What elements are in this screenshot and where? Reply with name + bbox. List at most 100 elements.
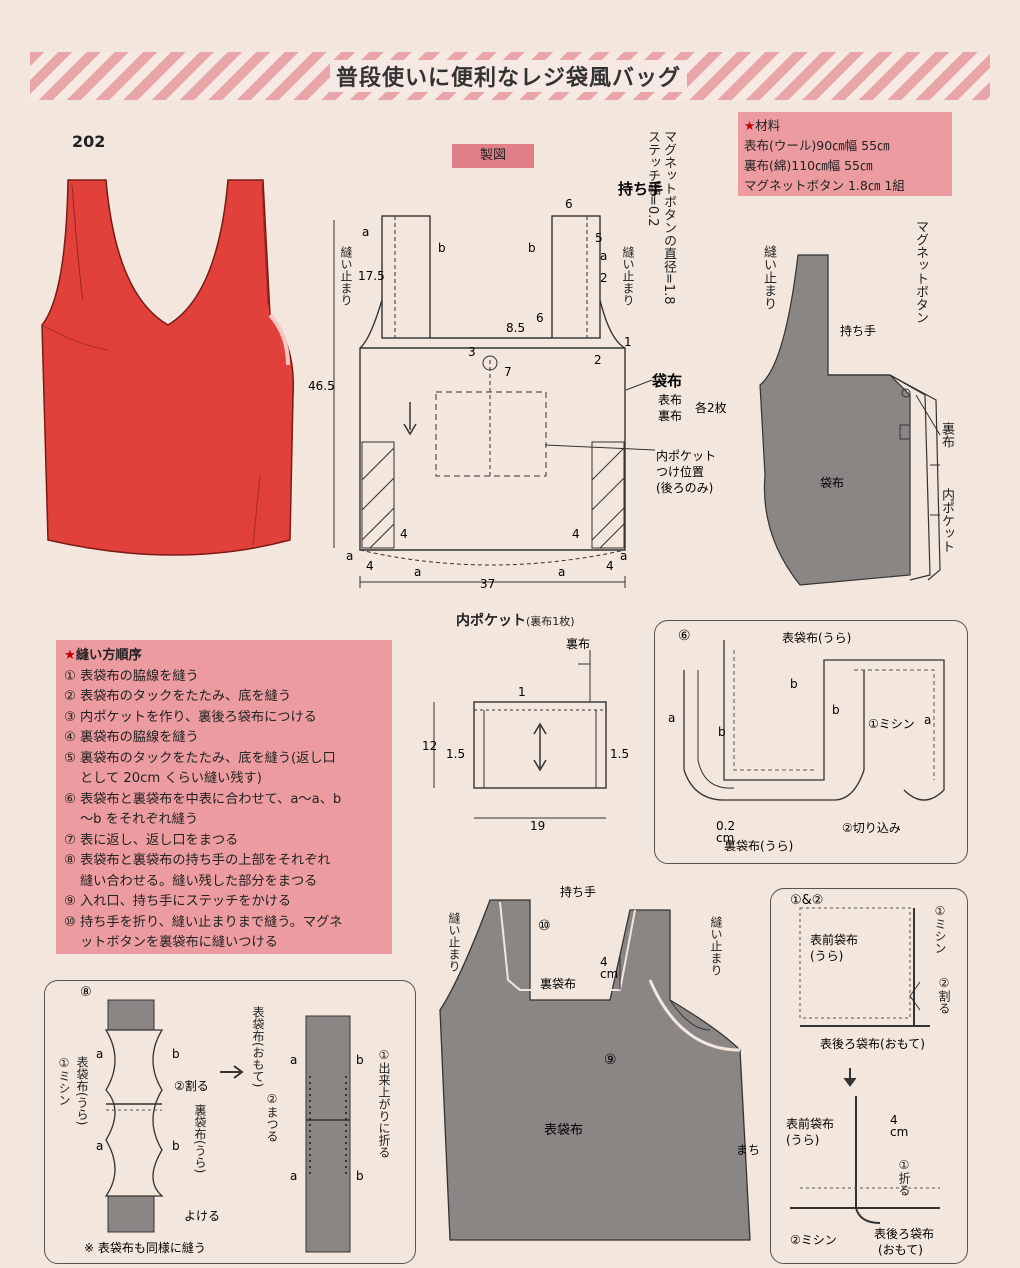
split-label: ②割る (937, 976, 951, 1014)
svg-text:b: b (832, 703, 840, 717)
dim-4: 4 (366, 559, 374, 573)
bag-sub-label: 裏布 (658, 408, 682, 423)
sew-stop-label: 縫い止まり (761, 245, 776, 310)
sewing-step: ③ 内ポケットを作り、裏後ろ袋布につける (64, 709, 317, 725)
sewing-step: ① 表袋布の脇線を縫う (64, 668, 199, 684)
inner-pocket-diagram: 裏布 12 19 1.5 1.5 1 (422, 636, 629, 833)
pocket-top: 1 (518, 685, 526, 699)
dim-5: 5 (595, 231, 603, 245)
machine-label: ①ミシン (933, 904, 947, 954)
magnet-note: マグネットボタンの直径=1.8 (661, 130, 676, 305)
dim-3: 3 (468, 345, 476, 359)
svg-text:b: b (438, 241, 446, 255)
lining-back-label: 裏袋布(うら) (724, 838, 793, 853)
inner-pocket-label: 内ポケット (939, 488, 954, 553)
svg-text:b: b (172, 1047, 180, 1061)
page-number: 202 (72, 132, 106, 151)
handle-label: 持ち手 (560, 884, 596, 899)
pattern-tag: 製図 (452, 144, 534, 168)
svg-text:b: b (356, 1169, 364, 1183)
sewing-step: ② 表袋布のタックをたたみ、底を縫う (64, 689, 292, 704)
svg-text:a: a (600, 249, 607, 263)
pocket-position-label: 内ポケット (656, 449, 716, 463)
fold-label: ①出来上がりに折る (377, 1048, 391, 1158)
back-face-label: (おもて) (878, 1243, 923, 1257)
notch-label: ②切り込み (842, 821, 901, 835)
materials-box: ★材料 表布(ウール)90㎝幅 55㎝ 裏布(綿)110㎝幅 55㎝ マグネット… (738, 112, 952, 196)
pocket-width: 19 (530, 819, 545, 833)
red-bag-illustration (41, 179, 295, 556)
machine-label: ①ミシン (868, 717, 915, 731)
svg-text:a: a (346, 549, 353, 563)
dim-1: 1 (624, 335, 632, 349)
outer-back-label: 表袋布(うら) (782, 631, 851, 645)
sew-stop-label: 縫い止まり (621, 246, 635, 306)
sewing-step: ⑤ 裏袋布のタックをたたみ、底を縫う(返し口 (64, 750, 336, 766)
figure-number: ⑥ (678, 628, 691, 644)
sewing-step: ットボタンを裏袋布に縫いつける (80, 935, 278, 950)
page-title: 普段使いに便利なレジ袋風バッグ (330, 60, 688, 92)
svg-text:b: b (172, 1139, 180, 1153)
star-icon: ★ (64, 648, 76, 663)
move-label: よける (184, 1209, 220, 1223)
svg-text:a: a (290, 1169, 297, 1183)
note-label: ※ 表袋布も同様に縫う (84, 1240, 206, 1255)
lining-back-label: 裏袋布(うら) (193, 1104, 207, 1174)
pocket-side: 1.5 (610, 747, 629, 761)
gap-label: 0.2 (716, 819, 735, 833)
svg-text:b: b (528, 241, 536, 255)
machine-label: ①ミシン (57, 1056, 71, 1106)
gap-unit: cm (716, 831, 734, 845)
front-back-label: (うら) (786, 1133, 819, 1147)
sewing-step: 縫い合わせる。縫い残した部分をまつる (80, 873, 318, 889)
outer-face-label: 表袋布(おもて) (251, 1006, 265, 1088)
four-label: 4 (890, 1113, 898, 1127)
back-face-label: 表後ろ袋布 (874, 1227, 934, 1241)
sewing-step: ⑧ 表袋布と裏袋布の持ち手の上部をそれぞれ (64, 853, 331, 868)
star-icon: ★ (744, 118, 756, 133)
pocket-position-label: つけ位置 (656, 464, 704, 479)
bag-label: 袋布 (651, 372, 682, 390)
outer-bag-label: 表袋布 (544, 1123, 583, 1138)
svg-text:b: b (718, 725, 726, 739)
dim-4: 4 (400, 527, 408, 541)
back-face-label: 表後ろ袋布(おもて) (820, 1037, 925, 1051)
magnet-label: マグネットボタン (913, 220, 928, 324)
bag-count: 各2枚 (695, 400, 727, 415)
svg-text:a: a (96, 1047, 103, 1061)
machine-label: ②ミシン (790, 1233, 837, 1247)
svg-text:a: a (290, 1053, 297, 1067)
figure-number: ⑧ (80, 985, 92, 1000)
sewing-step: ⑨ 入れ口、持ち手にステッチをかける (64, 894, 292, 909)
sewing-step: 〜b をそれぞれ縫う (80, 812, 199, 827)
four-label: 4 (600, 955, 608, 969)
pocket-position-label: (後ろのみ) (656, 481, 713, 495)
svg-text:a: a (924, 713, 931, 727)
bag-cross-section-figure: 袋布 持ち手 (759, 254, 941, 586)
dim-7: 7 (504, 365, 512, 379)
svg-text:a: a (558, 565, 565, 579)
sewing-step: ⑩ 持ち手を折り、縫い止まりまで縫う。マグネ (64, 914, 343, 930)
figure-number: ①&② (790, 893, 823, 908)
figure-6-diagram: ⑥ 表袋布(うら) 裏袋布(うら) ①ミシン ②切り込み 0.2 cm a b b… (668, 628, 945, 853)
pattern-draft-diagram: 46.5 17.5 37 6 5 2 2 6 8.5 1 3 7 4 4 4 4… (308, 180, 727, 591)
whip-label: ②まつる (265, 1092, 279, 1142)
gusset-label: まち (736, 1143, 760, 1157)
sew-stop-label: 縫い止まり (339, 246, 353, 306)
step-number: ⑩ (538, 918, 551, 934)
figure-1-2-diagram: ①&② 表前袋布 (うら) 表後ろ袋布(おもて) 表前袋布 (うら) 4 cm … (786, 893, 940, 1257)
handle-label: 持ち手 (840, 323, 876, 338)
svg-text:a: a (668, 711, 675, 725)
materials-line: 裏布(綿)110㎝幅 55㎝ (744, 158, 873, 173)
svg-text:a: a (96, 1139, 103, 1153)
sewing-heading: 縫い方順序 (75, 648, 142, 663)
finished-bag-figure: 表袋布 裏袋布 持ち手 まち ⑩ ⑨ 4 cm (439, 884, 760, 1241)
sewing-step: ⑦ 表に返し、返し口をまつる (64, 832, 239, 848)
dim-top: 6 (565, 197, 573, 211)
handle-label: 持ち手 (618, 180, 663, 198)
dim-2a: 2 (600, 271, 608, 285)
materials-line: マグネットボタン 1.8㎝ 1組 (744, 178, 905, 193)
dim-width: 37 (480, 577, 495, 591)
pocket-title: 内ポケット(裏布1枚) (456, 613, 575, 629)
